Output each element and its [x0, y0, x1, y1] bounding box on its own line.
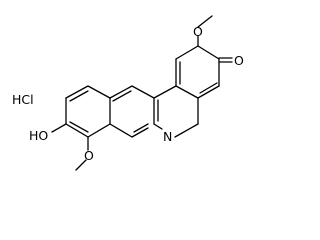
- bonds: [51, 15, 233, 171]
- ring-nitrogen: N: [163, 129, 172, 144]
- atom-labels: O O N HO O: [29, 24, 244, 163]
- chemical-structure: HCl: [12, 15, 244, 171]
- methoxy-oxygen-top: O: [193, 24, 203, 39]
- hydroxyl-group: HO: [29, 128, 48, 143]
- ketone-oxygen: O: [234, 53, 244, 68]
- salt-label: HCl: [12, 92, 34, 107]
- methoxy-oxygen-bottom: O: [84, 148, 94, 163]
